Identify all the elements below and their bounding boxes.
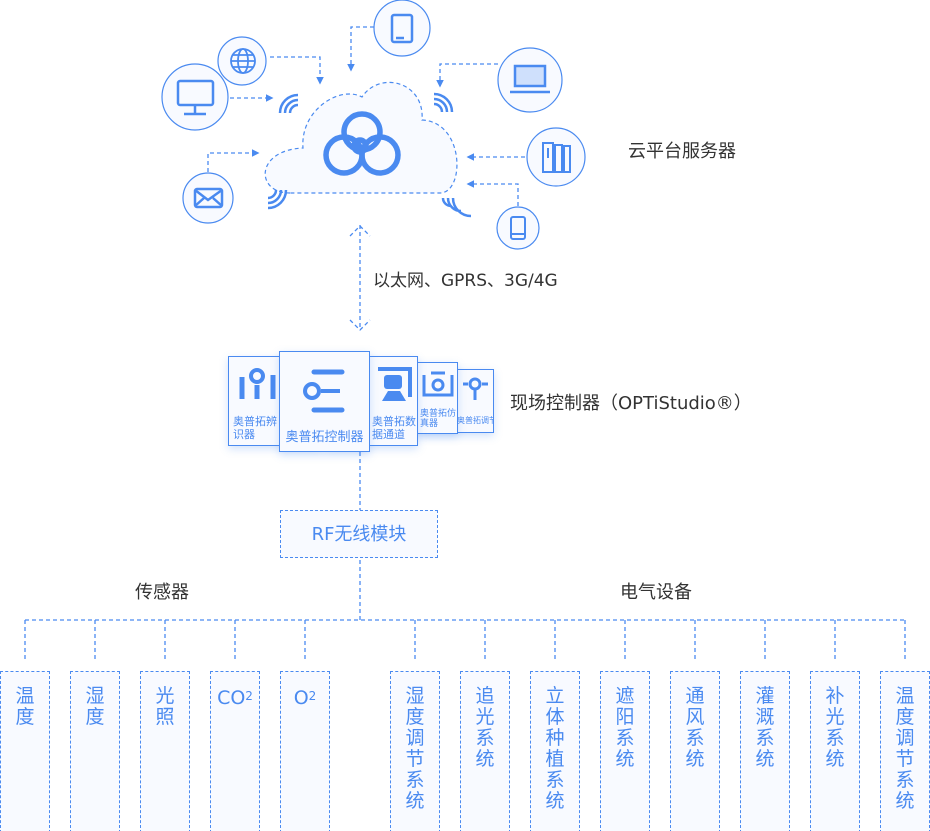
leaf-label: 湿度调节系统: [405, 685, 425, 812]
sensor-o2[interactable]: O2: [280, 671, 330, 831]
leaf-label: 遮阳系统: [615, 685, 635, 770]
leaf-label: 光照: [155, 685, 175, 728]
sensor-humidity[interactable]: 湿度: [70, 671, 120, 831]
card-label: 奥普拓控制器: [285, 430, 364, 445]
devices-title: 电气设备: [620, 582, 692, 603]
leaf-label: 追光系统: [475, 685, 495, 770]
subscript: 2: [308, 689, 317, 703]
leaf-label: 湿度: [85, 685, 105, 728]
device-vertical-planting[interactable]: 立体种植系统: [530, 671, 580, 831]
controller-card-controller[interactable]: 奥普拓控制器: [279, 351, 370, 452]
o-text: O: [293, 687, 309, 709]
server-icon: [542, 142, 571, 173]
sensor-temperature[interactable]: 温度: [0, 671, 50, 831]
device-ventilation[interactable]: 通风系统: [670, 671, 720, 831]
leaf-label: 温度调节系统: [895, 685, 915, 812]
simulator-icon: [422, 371, 454, 397]
co-text: CO: [217, 687, 246, 709]
tablet-icon: [390, 13, 414, 44]
wifi-signal-icon: [267, 92, 472, 218]
mail-icon: [193, 187, 224, 209]
leaf-label: 灌溉系统: [755, 685, 775, 770]
laptop-icon: [510, 64, 550, 94]
card-label: 奥普拓数据通道: [372, 415, 416, 441]
sensors-title: 传感器: [135, 582, 189, 603]
leaf-label: 通风系统: [685, 685, 705, 770]
leaf-label: O2: [281, 686, 329, 709]
device-humidity-control[interactable]: 湿度调节系统: [390, 671, 440, 831]
network-label: 以太网、GPRS、3G/4G: [373, 271, 558, 291]
card-label: 奥普拓仿真器: [420, 409, 457, 429]
device-sun-tracking[interactable]: 追光系统: [460, 671, 510, 831]
card-label: 奥普拓辨识器: [233, 415, 277, 441]
leaf-label: 立体种植系统: [545, 685, 565, 812]
device-temperature-control[interactable]: 温度调节系统: [880, 671, 930, 831]
leaf-label: 补光系统: [825, 685, 845, 770]
tuner-icon: [463, 377, 488, 400]
bidirectional-arrow: [349, 225, 371, 331]
sensor-co2[interactable]: CO2: [210, 671, 260, 831]
controller-label: 现场控制器（OPTiStudio®）: [510, 393, 752, 414]
data-channel-icon: [378, 367, 412, 401]
leaf-label: CO2: [211, 686, 259, 709]
rf-wireless-module: RF无线模块: [280, 510, 438, 558]
identifier-icon: [239, 368, 276, 399]
cloud-server-label: 云平台服务器: [628, 141, 736, 162]
sensor-light[interactable]: 光照: [140, 671, 190, 831]
device-irrigation[interactable]: 灌溉系统: [740, 671, 790, 831]
card-label: 奥普拓调节器: [457, 416, 493, 425]
phone-icon: [510, 216, 526, 240]
subscript: 2: [245, 689, 253, 703]
controller-icon: [302, 369, 344, 413]
leaf-label: 温度: [15, 685, 35, 728]
monitor-icon: [176, 79, 215, 116]
device-shading[interactable]: 遮阳系统: [600, 671, 650, 831]
device-supplemental-light[interactable]: 补光系统: [810, 671, 860, 831]
monitor-circle: [161, 63, 229, 131]
globe-icon: [230, 48, 256, 74]
cloud-logo-icon: [323, 111, 401, 176]
